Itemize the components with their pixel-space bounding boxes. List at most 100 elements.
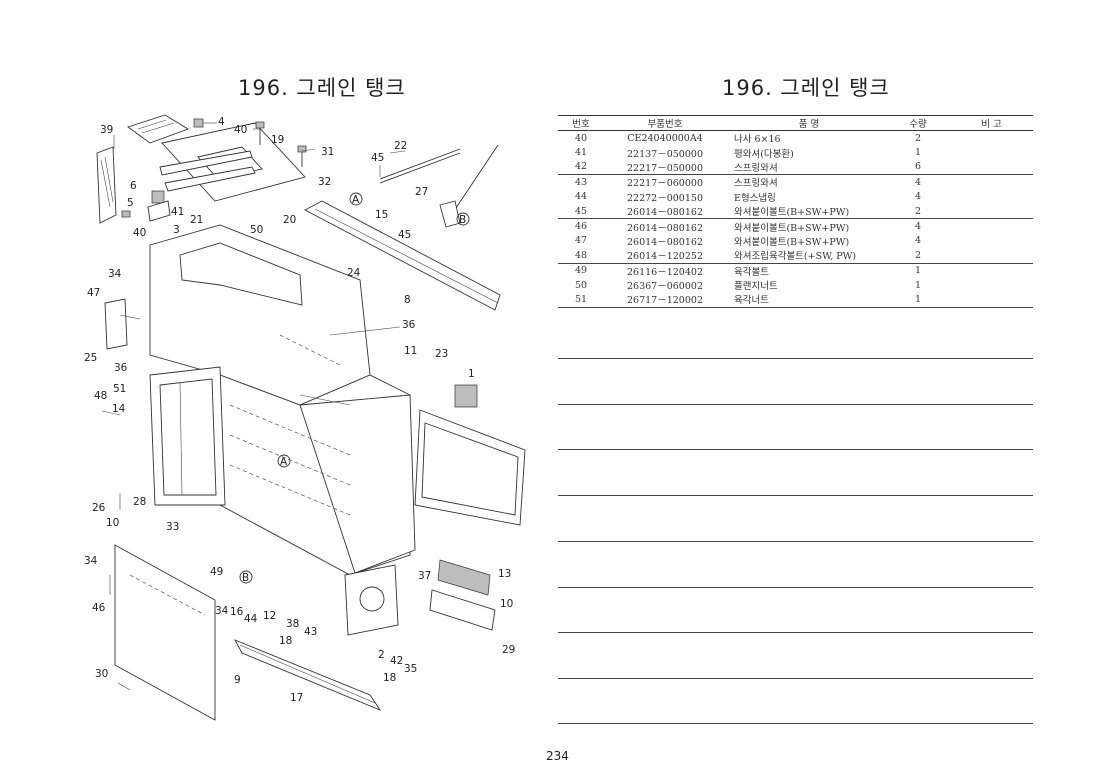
cell-remarks bbox=[950, 263, 1033, 278]
callout: 42 bbox=[390, 655, 403, 667]
cell-remarks bbox=[950, 145, 1033, 159]
table-row: 42 22217－050000 스프링와셔 6 bbox=[558, 159, 1033, 176]
cell-part-number: 22217－050000 bbox=[604, 159, 726, 176]
cell-remarks bbox=[950, 219, 1033, 234]
cell-no: 42 bbox=[558, 159, 604, 176]
cell-part-name: 와셔붙이볼트(B+SW+PW) bbox=[726, 203, 886, 220]
cell-part-name: 육각너트 bbox=[726, 292, 886, 308]
cell-part-number: CE24040000A4 bbox=[627, 132, 703, 144]
callout: 44 bbox=[244, 613, 258, 625]
cell-quantity: 4 bbox=[914, 235, 922, 247]
callout: 22 bbox=[394, 140, 407, 152]
cell-part-name: 와셔붙이볼트(B+SW+PW) bbox=[734, 236, 850, 248]
callout: 6 bbox=[130, 180, 137, 192]
cell-remarks bbox=[950, 131, 1033, 146]
callout: 50 bbox=[250, 224, 263, 236]
cell-part-name: 플랜지너트 bbox=[734, 281, 778, 293]
callout: 15 bbox=[375, 209, 388, 221]
cell-part-name: 나사 6×16 bbox=[734, 134, 781, 146]
cell-no: 40 bbox=[574, 132, 588, 144]
cell-part-number: 22272－000150 bbox=[627, 192, 703, 204]
callout: 34 bbox=[215, 605, 229, 617]
callout: 28 bbox=[133, 496, 146, 508]
callout: 36 bbox=[114, 362, 128, 374]
cell-quantity: 2 bbox=[914, 132, 922, 144]
callout: 26 bbox=[92, 502, 106, 514]
page-number: 234 bbox=[546, 749, 569, 763]
callout: 9 bbox=[234, 674, 241, 686]
cell-remarks bbox=[950, 278, 1033, 292]
cell-part-name: 와셔조립육각볼트(+SW, PW) bbox=[726, 248, 886, 264]
cell-remarks bbox=[950, 234, 1033, 248]
cell-quantity: 4 bbox=[914, 191, 922, 203]
callout: 14 bbox=[112, 403, 126, 415]
cell-quantity: 1 bbox=[886, 292, 950, 308]
callout: 20 bbox=[283, 214, 296, 226]
cell-part-name: 스프링와셔 bbox=[726, 159, 886, 176]
callout: 32 bbox=[318, 176, 331, 188]
callout: 41 bbox=[171, 206, 184, 218]
callout: 18 bbox=[383, 672, 396, 684]
callout: 21 bbox=[190, 214, 203, 226]
cell-part-number: 26014－080162 bbox=[627, 236, 703, 248]
callout: 24 bbox=[347, 267, 361, 279]
callout: 45 bbox=[398, 229, 411, 241]
callout: 33 bbox=[166, 521, 179, 533]
diagram-callouts: 39 4 40 19 31 45 22 6 5 41 21 40 3 50 20… bbox=[84, 116, 515, 704]
cell-no: 44 bbox=[574, 191, 588, 203]
cell-no: 45 bbox=[558, 203, 604, 220]
callout: 39 bbox=[100, 124, 113, 136]
callout: 40 bbox=[133, 227, 146, 239]
header-part-name: 품 명 bbox=[726, 115, 886, 131]
callout: 34 bbox=[84, 555, 98, 567]
cell-quantity: 1 bbox=[914, 265, 922, 277]
callout: 40 bbox=[234, 124, 247, 136]
callout: 38 bbox=[286, 618, 299, 630]
exploded-parts-diagram: 39 4 40 19 31 45 22 6 5 41 21 40 3 50 20… bbox=[84, 114, 526, 721]
callout: 1 bbox=[468, 368, 475, 380]
callout: 23 bbox=[435, 348, 448, 360]
cell-no: 46 bbox=[574, 221, 588, 233]
table-row: 51 26717－120002 육각너트 1 bbox=[558, 292, 1033, 308]
callout: B bbox=[242, 572, 249, 584]
cell-remarks bbox=[950, 159, 1033, 176]
table-row: 45 26014－080162 와셔붙이볼트(B+SW+PW) 2 bbox=[558, 203, 1033, 220]
cell-part-name: 와셔붙이볼트(B+SW+PW) bbox=[734, 222, 850, 234]
cell-part-number: 26014－080162 bbox=[627, 222, 703, 234]
cell-part-number: 26116－120402 bbox=[627, 266, 703, 278]
cell-remarks bbox=[950, 248, 1033, 264]
cell-part-name: 평와셔(다봉환) bbox=[734, 148, 794, 160]
cell-part-number: 26367－060002 bbox=[627, 281, 703, 293]
cell-remarks bbox=[950, 175, 1033, 190]
callout: 10 bbox=[106, 517, 119, 529]
cell-part-number: 26014－120252 bbox=[604, 248, 726, 264]
blank-row-rule bbox=[558, 678, 1033, 679]
callout: 46 bbox=[92, 602, 106, 614]
cell-no: 51 bbox=[558, 292, 604, 308]
cell-no: 50 bbox=[574, 279, 588, 291]
cell-quantity: 4 bbox=[914, 176, 922, 188]
blank-row-rule bbox=[558, 358, 1033, 359]
diagram-title: 196. 그레인 탱크 bbox=[238, 76, 406, 100]
callout: 36 bbox=[402, 319, 416, 331]
cell-remarks bbox=[950, 190, 1033, 204]
callout: 12 bbox=[263, 610, 276, 622]
callout: 47 bbox=[87, 287, 100, 299]
callout: 35 bbox=[404, 663, 417, 675]
callout: 37 bbox=[418, 570, 431, 582]
parts-list-table: 번호 부품번호 품 명 수량 비 고 40 CE24040000A4 나사 6×… bbox=[558, 115, 1033, 308]
callout: 51 bbox=[113, 383, 126, 395]
cell-quantity: 6 bbox=[886, 159, 950, 176]
callout: 49 bbox=[210, 566, 223, 578]
callout: 27 bbox=[415, 186, 428, 198]
cell-part-name: 육각볼트 bbox=[734, 266, 769, 278]
callout: A bbox=[352, 194, 360, 206]
table-row: 47 26014－080162 와셔붙이볼트(B+SW+PW) 4 bbox=[558, 234, 1033, 248]
cell-remarks bbox=[950, 203, 1033, 220]
callout: 16 bbox=[230, 606, 244, 618]
callout: 18 bbox=[279, 635, 292, 647]
table-row: 50 26367－060002 플랜지너트 1 bbox=[558, 278, 1033, 293]
header-no: 번호 bbox=[558, 115, 604, 131]
cell-quantity: 4 bbox=[914, 221, 922, 233]
callout: 13 bbox=[498, 568, 511, 580]
